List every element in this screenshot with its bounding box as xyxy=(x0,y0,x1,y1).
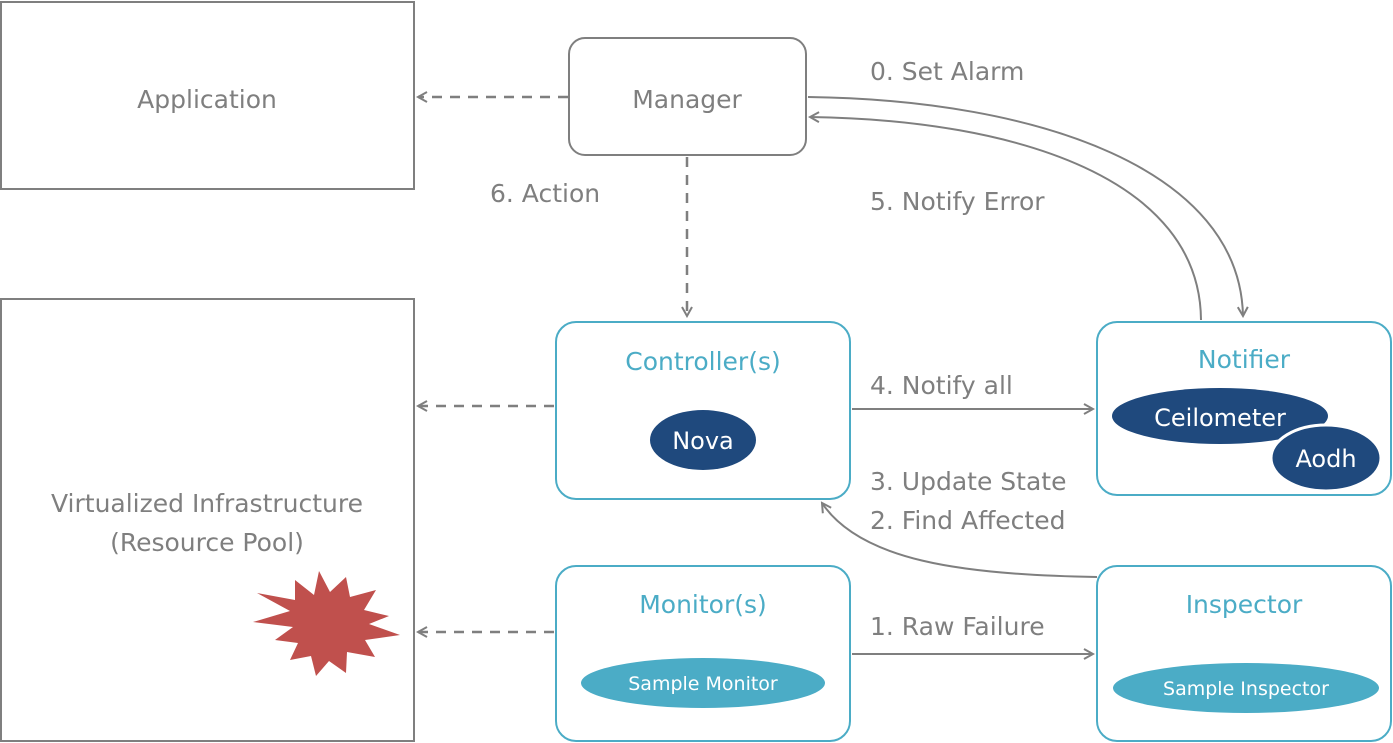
ceilometer-label: Ceilometer xyxy=(1154,404,1286,432)
ceilometer-pill xyxy=(1112,388,1328,444)
sample-monitor-pill xyxy=(581,658,825,708)
aodh-pill xyxy=(1269,423,1383,493)
action-label: 6. Action xyxy=(490,179,600,208)
notify-error-arrow xyxy=(810,117,1202,321)
update-state-label: 3. Update State xyxy=(870,467,1066,496)
infrastructure-label-line2: (Resource Pool) xyxy=(110,528,304,557)
application-box: Application xyxy=(0,1,415,190)
infrastructure-label-line1: Virtualized Infrastructure xyxy=(51,489,363,518)
set-alarm-label: 0. Set Alarm xyxy=(870,57,1024,86)
infrastructure-box: Virtualized Infrastructure (Resource Poo… xyxy=(0,298,415,742)
aodh-label: Aodh xyxy=(1295,445,1356,473)
monitors-box: Monitor(s) Sample Monitor xyxy=(555,565,851,742)
sample-monitor-label: Sample Monitor xyxy=(628,673,778,695)
controllers-title: Controller(s) xyxy=(625,347,781,376)
application-label: Application xyxy=(137,85,277,114)
manager-label: Manager xyxy=(632,85,742,114)
nova-pill xyxy=(650,410,756,470)
notify-error-label: 5. Notify Error xyxy=(870,187,1045,216)
manager-box: Manager xyxy=(568,37,807,156)
notify-all-label: 4. Notify all xyxy=(870,371,1013,400)
controllers-box: Controller(s) Nova xyxy=(555,321,851,500)
monitors-title: Monitor(s) xyxy=(639,590,767,619)
inspector-title: Inspector xyxy=(1186,590,1303,619)
inspector-to-controllers-arrow xyxy=(822,503,1098,578)
set-alarm-arrow xyxy=(807,96,1243,316)
inspector-box: Inspector Sample Inspector xyxy=(1096,565,1392,742)
find-affected-label: 2. Find Affected xyxy=(870,506,1065,535)
sample-inspector-label: Sample Inspector xyxy=(1163,678,1329,700)
nova-label: Nova xyxy=(672,427,734,455)
notifier-title: Notifier xyxy=(1198,345,1291,374)
sample-inspector-pill xyxy=(1113,663,1379,713)
raw-failure-label: 1. Raw Failure xyxy=(870,612,1045,641)
failure-burst-icon xyxy=(253,571,400,676)
notifier-box: Notifier Ceilometer Aodh xyxy=(1096,321,1392,496)
